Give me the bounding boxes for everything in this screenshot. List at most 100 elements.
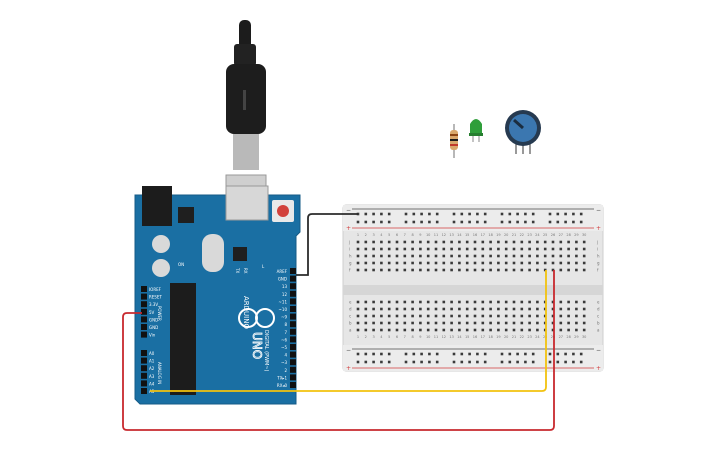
breadboard-hole[interactable] xyxy=(536,247,539,251)
breadboard-hole[interactable] xyxy=(575,314,578,318)
breadboard-hole[interactable] xyxy=(567,307,570,311)
header-pin[interactable] xyxy=(141,365,147,372)
breadboard-hole[interactable] xyxy=(489,268,492,272)
header-pin[interactable] xyxy=(290,359,296,366)
potentiometer-knob[interactable] xyxy=(513,118,524,130)
breadboard-hole[interactable] xyxy=(419,268,422,272)
header-pin[interactable] xyxy=(290,328,296,335)
breadboard-hole[interactable] xyxy=(551,261,555,265)
breadboard-hole[interactable] xyxy=(567,261,570,265)
breadboard-hole[interactable] xyxy=(420,360,423,364)
breadboard-hole[interactable] xyxy=(435,212,439,216)
breadboard-hole[interactable] xyxy=(458,247,461,251)
breadboard-hole[interactable] xyxy=(419,314,422,318)
breadboard-hole[interactable] xyxy=(489,300,492,304)
breadboard-hole[interactable] xyxy=(489,247,492,251)
breadboard-hole[interactable] xyxy=(481,254,485,258)
header-pin[interactable] xyxy=(290,366,296,373)
breadboard-hole[interactable] xyxy=(559,247,563,251)
breadboard-hole[interactable] xyxy=(450,268,453,272)
breadboard-hole[interactable] xyxy=(380,360,383,364)
breadboard-hole[interactable] xyxy=(575,321,578,325)
header-pin[interactable] xyxy=(290,298,296,305)
breadboard-hole[interactable] xyxy=(531,220,535,224)
breadboard-hole[interactable] xyxy=(372,328,375,332)
breadboard-hole[interactable] xyxy=(356,261,360,265)
breadboard-hole[interactable] xyxy=(481,307,485,311)
breadboard-hole[interactable] xyxy=(395,307,399,311)
breadboard-hole[interactable] xyxy=(473,261,477,265)
breadboard-hole[interactable] xyxy=(465,254,469,258)
breadboard-hole[interactable] xyxy=(426,247,430,251)
breadboard-hole[interactable] xyxy=(528,261,531,265)
breadboard-hole[interactable] xyxy=(528,328,531,332)
breadboard-hole[interactable] xyxy=(364,300,368,304)
breadboard-hole[interactable] xyxy=(481,247,485,251)
breadboard-hole[interactable] xyxy=(364,314,368,318)
breadboard-hole[interactable] xyxy=(450,328,453,332)
breadboard-hole[interactable] xyxy=(500,212,504,216)
breadboard-hole[interactable] xyxy=(434,254,438,258)
breadboard-hole[interactable] xyxy=(458,300,461,304)
breadboard-hole[interactable] xyxy=(442,254,446,258)
breadboard-hole[interactable] xyxy=(465,240,469,244)
breadboard-hole[interactable] xyxy=(442,261,446,265)
breadboard-hole[interactable] xyxy=(419,240,422,244)
header-pin[interactable] xyxy=(141,388,147,394)
breadboard-hole[interactable] xyxy=(582,328,586,332)
breadboard-hole[interactable] xyxy=(411,328,414,332)
breadboard-hole[interactable] xyxy=(536,321,539,325)
breadboard-hole[interactable] xyxy=(380,268,383,272)
breadboard-hole[interactable] xyxy=(387,240,391,244)
breadboard-hole[interactable] xyxy=(497,240,500,244)
breadboard-hole[interactable] xyxy=(473,254,477,258)
breadboard-hole[interactable] xyxy=(512,247,516,251)
breadboard-hole[interactable] xyxy=(528,314,531,318)
header-pin[interactable] xyxy=(290,382,296,388)
breadboard-hole[interactable] xyxy=(473,314,477,318)
breadboard-hole[interactable] xyxy=(504,328,508,332)
breadboard-hole[interactable] xyxy=(575,247,578,251)
breadboard-hole[interactable] xyxy=(520,254,524,258)
breadboard-hole[interactable] xyxy=(481,321,485,325)
breadboard-hole[interactable] xyxy=(559,254,563,258)
breadboard-hole[interactable] xyxy=(508,212,512,216)
breadboard-hole[interactable] xyxy=(364,220,368,224)
breadboard-hole[interactable] xyxy=(516,352,519,356)
breadboard-hole[interactable] xyxy=(420,212,423,216)
breadboard-hole[interactable] xyxy=(426,254,430,258)
breadboard-hole[interactable] xyxy=(364,352,368,356)
breadboard-hole[interactable] xyxy=(524,352,527,356)
breadboard-hole[interactable] xyxy=(483,212,487,216)
breadboard-hole[interactable] xyxy=(508,220,512,224)
breadboard-hole[interactable] xyxy=(489,261,492,265)
breadboard-hole[interactable] xyxy=(476,212,479,216)
breadboard-hole[interactable] xyxy=(404,352,408,356)
breadboard-hole[interactable] xyxy=(450,254,453,258)
wires[interactable] xyxy=(122,213,555,431)
breadboard-hole[interactable] xyxy=(497,261,500,265)
breadboard-hole[interactable] xyxy=(559,240,563,244)
breadboard-hole[interactable] xyxy=(572,220,575,224)
breadboard-hole[interactable] xyxy=(520,307,524,311)
breadboard-hole[interactable] xyxy=(520,328,524,332)
breadboard-hole[interactable] xyxy=(489,321,492,325)
breadboard-hole[interactable] xyxy=(582,240,586,244)
breadboard-hole[interactable] xyxy=(504,247,508,251)
breadboard-hole[interactable] xyxy=(582,254,586,258)
breadboard-hole[interactable] xyxy=(434,261,438,265)
breadboard-hole[interactable] xyxy=(564,360,567,364)
breadboard-hole[interactable] xyxy=(564,352,567,356)
breadboard-hole[interactable] xyxy=(442,300,446,304)
breadboard-hole[interactable] xyxy=(426,300,430,304)
breadboard-hole[interactable] xyxy=(551,240,555,244)
breadboard-hole[interactable] xyxy=(426,328,430,332)
breadboard-hole[interactable] xyxy=(481,268,485,272)
breadboard-hole[interactable] xyxy=(403,321,407,325)
breadboard-hole[interactable] xyxy=(582,307,586,311)
breadboard-hole[interactable] xyxy=(512,254,516,258)
breadboard-hole[interactable] xyxy=(442,240,446,244)
breadboard-hole[interactable] xyxy=(489,240,492,244)
breadboard-hole[interactable] xyxy=(567,314,570,318)
